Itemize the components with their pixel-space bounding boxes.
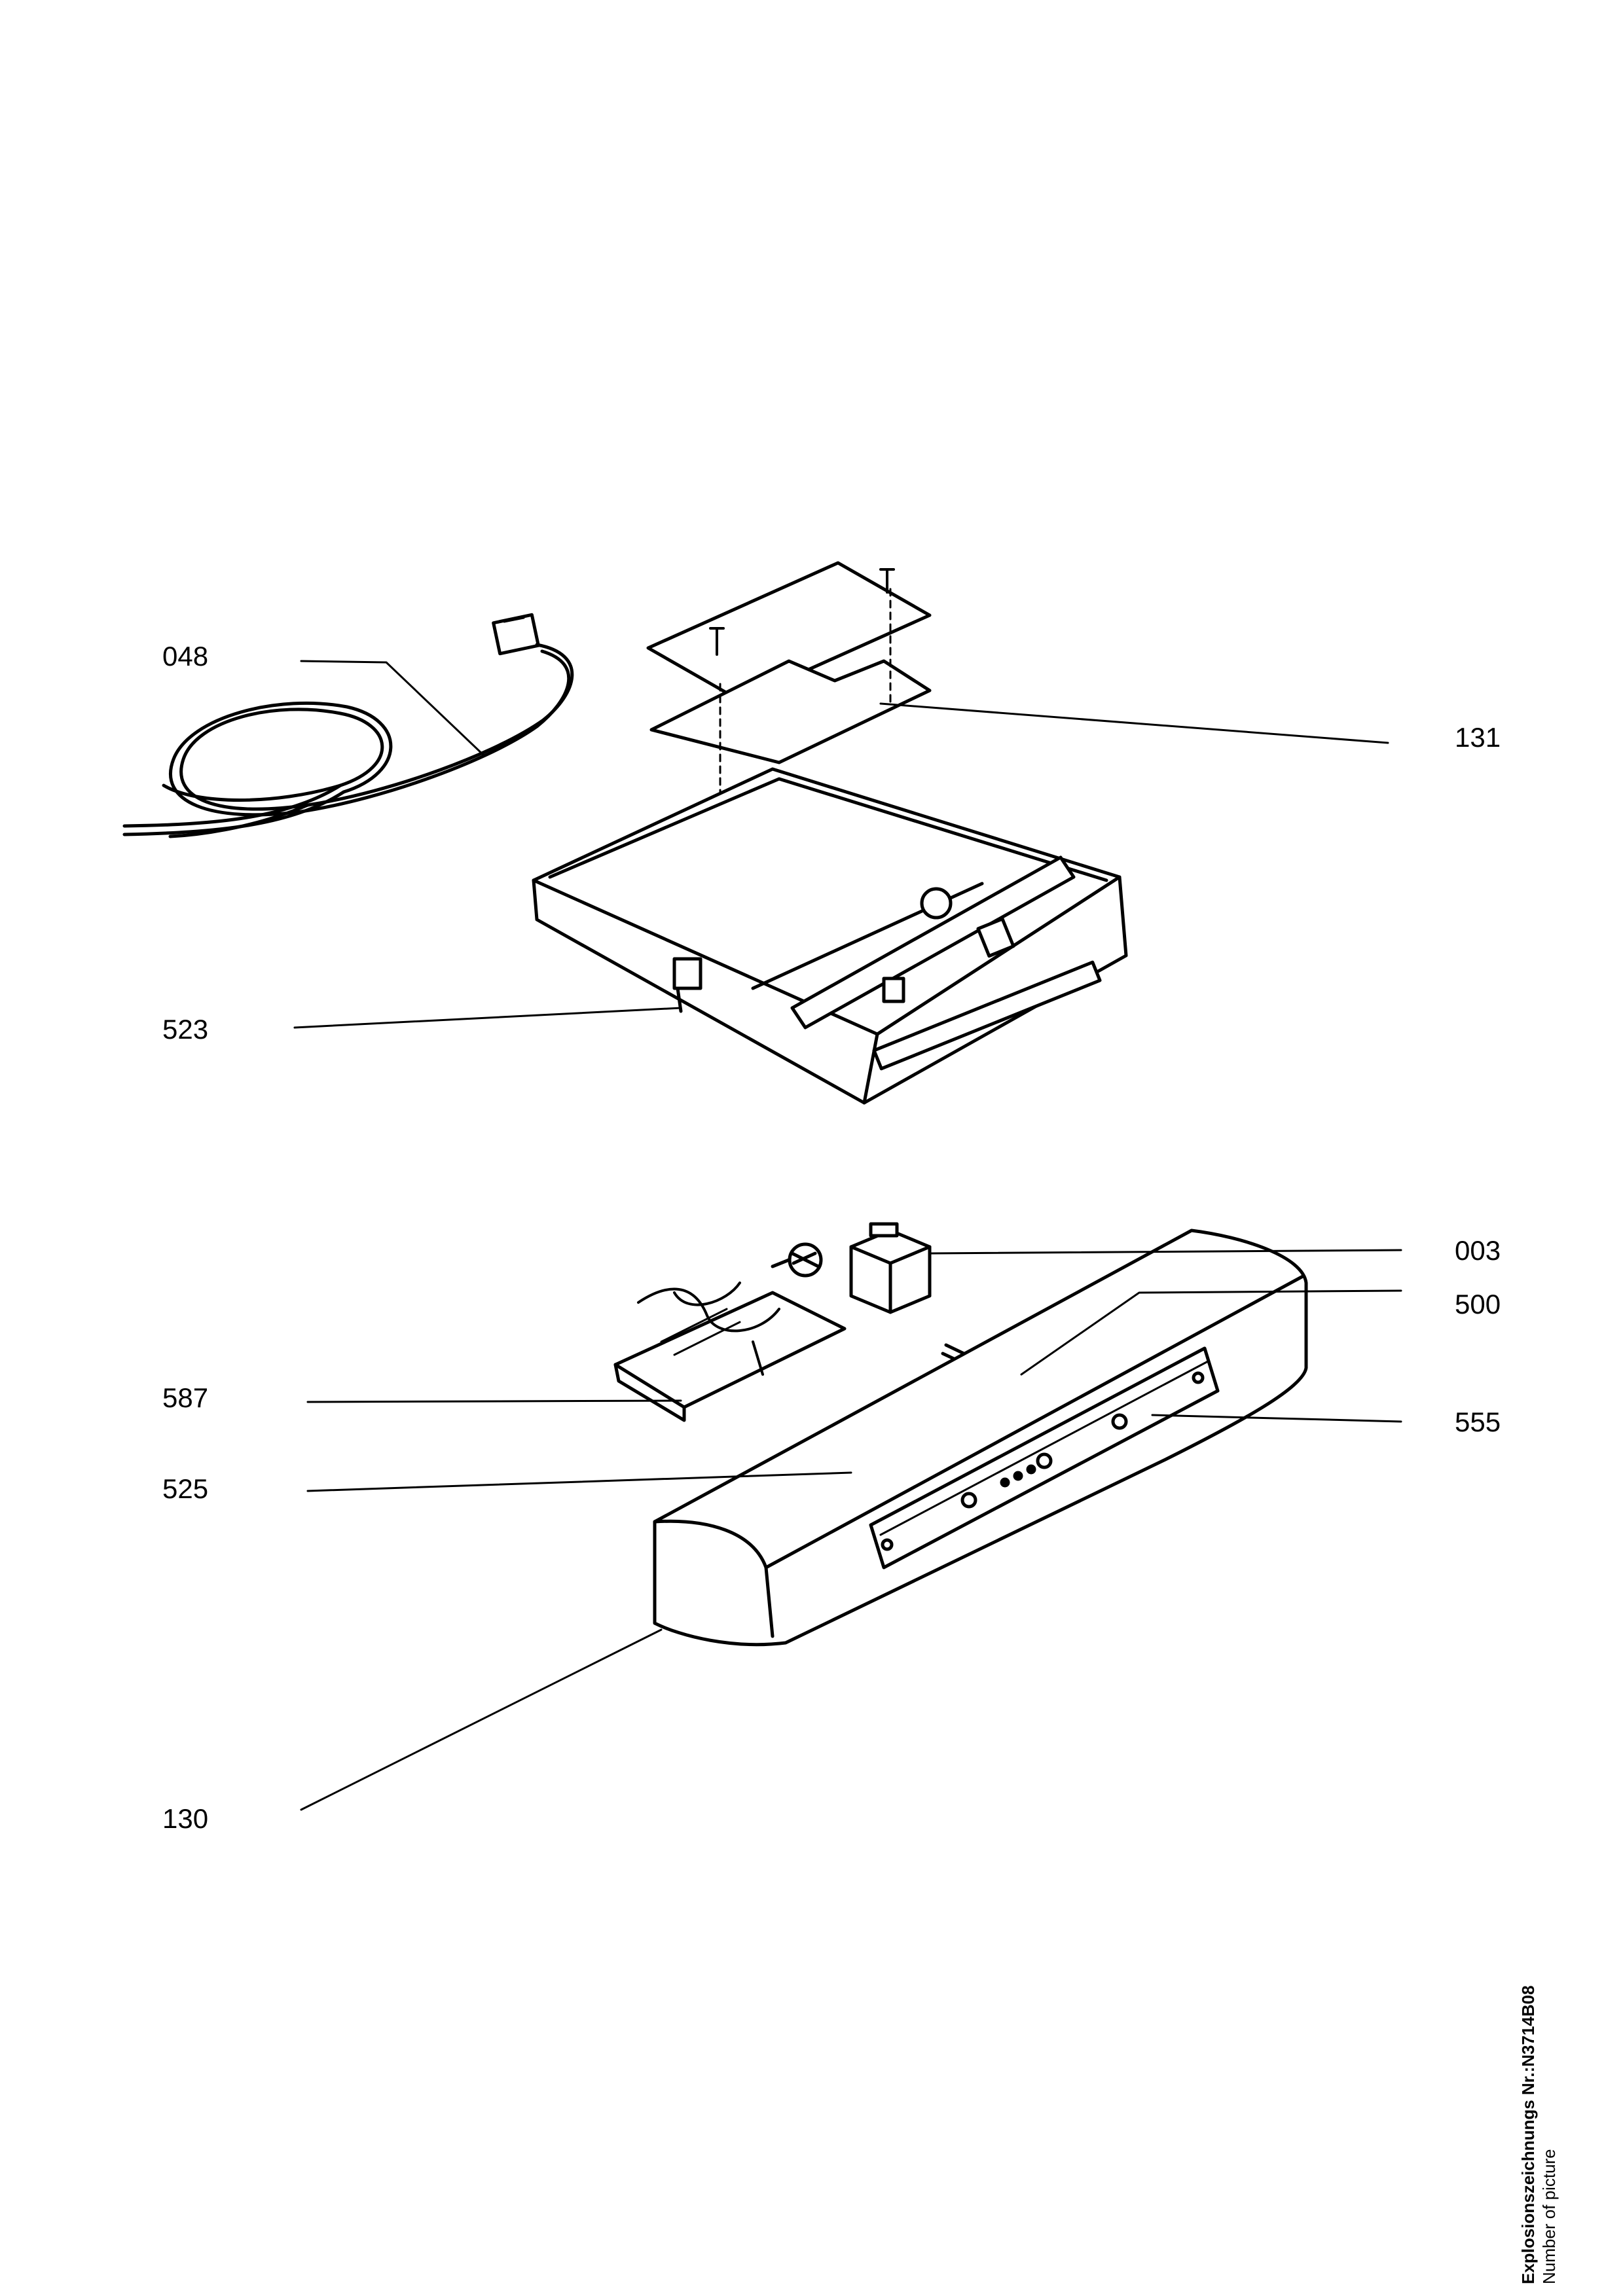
circuit-board-part [646, 561, 932, 872]
callout-003: 003 [1455, 1235, 1501, 1266]
caption-subtitle: Number of picture [1539, 2149, 1559, 2284]
caption-title-prefix: Explosionszeichnungs Nr.: [1518, 2066, 1538, 2284]
leader-131 [879, 702, 1389, 744]
leader-500 [1020, 1289, 1402, 1376]
power-cable-part [122, 613, 574, 838]
callout-130: 130 [162, 1803, 209, 1834]
callout-555: 555 [1455, 1407, 1501, 1437]
leader-555 [1151, 1414, 1402, 1423]
callout-131: 131 [1455, 722, 1501, 753]
callout-525: 525 [162, 1473, 209, 1504]
caption-drawing-number: N3714B08 [1518, 1985, 1538, 2067]
leader-525 [306, 1471, 852, 1492]
leader-130 [300, 1628, 663, 1811]
leader-lines [293, 660, 1402, 1811]
callout-500: 500 [1455, 1289, 1501, 1319]
drawing-caption: Explosionszeichnungs Nr.:N3714B08 Number… [1518, 1708, 1559, 2284]
leader-523 [293, 1007, 682, 1029]
leader-003 [928, 1249, 1402, 1255]
drawing-number-line: Explosionszeichnungs Nr.:N3714B08 [1518, 1708, 1539, 2284]
leader-587 [306, 1399, 682, 1403]
front-panel-part [653, 1229, 1308, 1647]
callout-587: 587 [162, 1382, 209, 1413]
callout-048: 048 [162, 641, 209, 672]
electronic-module-part [613, 1282, 847, 1422]
base-tray-part [532, 767, 1128, 1105]
callout-523: 523 [162, 1014, 209, 1045]
switch-part [771, 1222, 932, 1314]
leader-048 [300, 660, 486, 757]
